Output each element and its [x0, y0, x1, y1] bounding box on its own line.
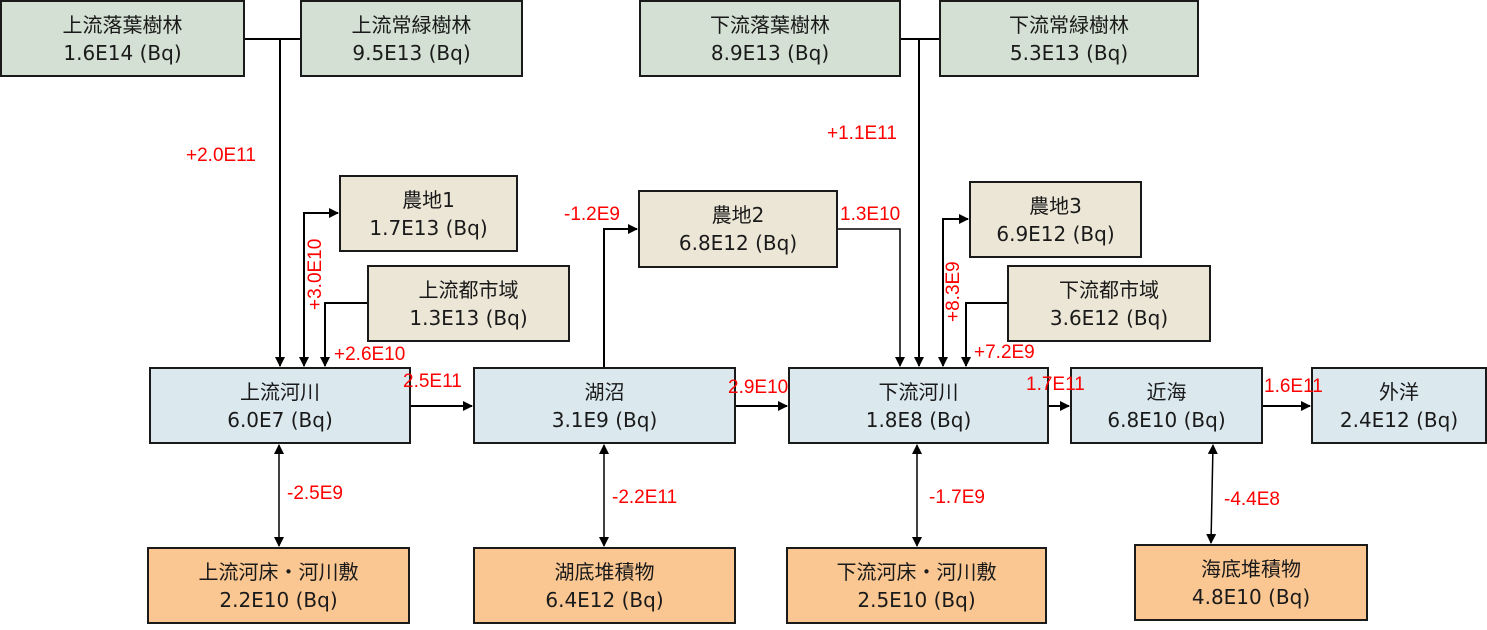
downstream-deciduous-forest-box: 下流落葉樹林 8.9E13 (Bq) — [639, 0, 901, 77]
compartment-name: 下流河床・河川敷 — [836, 559, 997, 584]
flow-label-upstream-river-to-lake: 2.5E11 — [403, 371, 462, 392]
upstream-deciduous-forest-box: 上流落葉樹林 1.6E14 (Bq) — [0, 0, 245, 77]
upstream-evergreen-forest-box: 上流常緑樹林 9.5E13 (Bq) — [300, 0, 523, 77]
farmland1-exchange-arrow — [299, 208, 339, 367]
compartment-value: 3.1E9 (Bq) — [551, 407, 658, 432]
flow-label-lake-to-downstream: 2.9E10 — [728, 377, 789, 398]
compartment-value: 1.7E13 (Bq) — [369, 215, 488, 240]
compartment-value: 8.9E13 (Bq) — [710, 40, 830, 65]
upstream-urban-box: 上流都市域 1.3E13 (Bq) — [367, 265, 570, 342]
compartment-value: 6.8E12 (Bq) — [678, 231, 798, 255]
flow-label-downstream-urban: +7.2E9 — [974, 342, 1035, 363]
flow-label-downstream-riverbed: -1.7E9 — [929, 487, 985, 508]
compartment-value: 6.4E12 (Bq) — [545, 587, 664, 612]
seabed-exchange-arrow — [1206, 444, 1218, 544]
flow-label-downstream-forest: +1.1E11 — [827, 123, 897, 144]
flow-label-farmland2-to-downstream: 1.3E10 — [840, 204, 901, 225]
compartment-name: 近海 — [1146, 379, 1187, 404]
compartment-value: 2.5E10 (Bq) — [857, 587, 976, 612]
compartment-name: 農地1 — [402, 187, 455, 212]
compartment-value: 2.4E12 (Bq) — [1339, 407, 1459, 432]
compartment-value: 1.6E14 (Bq) — [63, 40, 182, 65]
compartment-name: 上流河川 — [240, 379, 320, 404]
lake-to-farmland2-arrow — [603, 224, 638, 368]
lake-sediment-box: 湖底堆積物 6.4E12 (Bq) — [473, 547, 736, 624]
downstream-river-box: 下流河川 1.8E8 (Bq) — [788, 367, 1049, 444]
compartment-value: 1.3E13 (Bq) — [409, 305, 528, 330]
flow-label-farmland3: +8.3E9 — [943, 261, 964, 322]
compartment-name: 農地2 — [711, 203, 765, 227]
compartment-name: 湖底堆積物 — [554, 559, 655, 584]
farmland1-box: 農地1 1.7E13 (Bq) — [339, 175, 518, 252]
coastal-sea-box: 近海 6.8E10 (Bq) — [1070, 367, 1263, 444]
compartment-value: 1.8E8 (Bq) — [865, 407, 972, 432]
seabed-sediment-box: 海底堆積物 4.8E10 (Bq) — [1134, 544, 1368, 621]
flow-label-downstream-to-coastal: 1.7E11 — [1026, 374, 1085, 395]
compartment-value: 6.9E12 (Bq) — [996, 221, 1115, 246]
downstream-urban-to-river-arrow — [961, 302, 1008, 367]
compartment-value: 9.5E13 (Bq) — [352, 40, 471, 65]
flow-label-lake-to-farmland2: -1.2E9 — [564, 204, 620, 225]
compartment-name: 上流常緑樹林 — [351, 12, 472, 37]
flow-label-upstream-riverbed: -2.5E9 — [287, 483, 343, 504]
compartment-name: 上流都市域 — [418, 277, 519, 302]
upstream-river-box: 上流河川 6.0E7 (Bq) — [149, 367, 411, 444]
compartment-value: 2.2E10 (Bq) — [219, 587, 338, 612]
compartment-name: 上流落葉樹林 — [62, 12, 183, 37]
upstream-riverbed-box: 上流河床・河川敷 2.2E10 (Bq) — [147, 547, 410, 624]
flow-label-lake-sediment: -2.2E11 — [612, 487, 678, 508]
flow-label-farmland1: +3.0E10 — [305, 238, 326, 310]
downstream-evergreen-forest-box: 下流常緑樹林 5.3E13 (Bq) — [939, 0, 1199, 77]
compartment-value: 3.6E12 (Bq) — [1049, 305, 1169, 330]
downstream-riverbed-box: 下流河床・河川敷 2.5E10 (Bq) — [786, 547, 1047, 624]
compartment-value: 4.8E10 (Bq) — [1191, 584, 1311, 609]
compartment-name: 外洋 — [1379, 379, 1419, 404]
farmland2-to-downstream-river-arrow — [837, 228, 905, 367]
flow-label-upstream-forest: +2.0E11 — [186, 145, 256, 166]
compartment-value: 6.0E7 (Bq) — [227, 407, 333, 432]
upstream-urban-to-river-arrow — [320, 302, 368, 367]
compartment-name: 下流落葉樹林 — [710, 12, 830, 37]
compartment-name: 湖沼 — [584, 379, 625, 404]
compartment-name: 上流河床・河川敷 — [198, 559, 359, 584]
flow-label-upstream-urban: +2.6E10 — [334, 344, 406, 365]
compartment-name: 農地3 — [1029, 193, 1082, 218]
farmland3-exchange-arrow — [938, 214, 969, 367]
farmland3-box: 農地3 6.9E12 (Bq) — [969, 181, 1142, 258]
downstream-urban-box: 下流都市域 3.6E12 (Bq) — [1007, 265, 1211, 342]
farmland2-box: 農地2 6.8E12 (Bq) — [638, 190, 838, 268]
open-ocean-box: 外洋 2.4E12 (Bq) — [1311, 367, 1487, 444]
compartment-name: 下流常緑樹林 — [1009, 12, 1129, 37]
flow-label-seabed: -4.4E8 — [1224, 489, 1280, 510]
compartment-value: 6.8E10 (Bq) — [1107, 407, 1226, 432]
compartment-name: 下流河川 — [878, 379, 959, 404]
lake-box: 湖沼 3.1E9 (Bq) — [473, 367, 736, 444]
compartment-name: 下流都市域 — [1059, 277, 1159, 302]
compartment-name: 海底堆積物 — [1201, 556, 1301, 581]
compartment-value: 5.3E13 (Bq) — [1009, 40, 1129, 65]
flow-label-coastal-to-ocean: 1.6E11 — [1264, 376, 1323, 397]
